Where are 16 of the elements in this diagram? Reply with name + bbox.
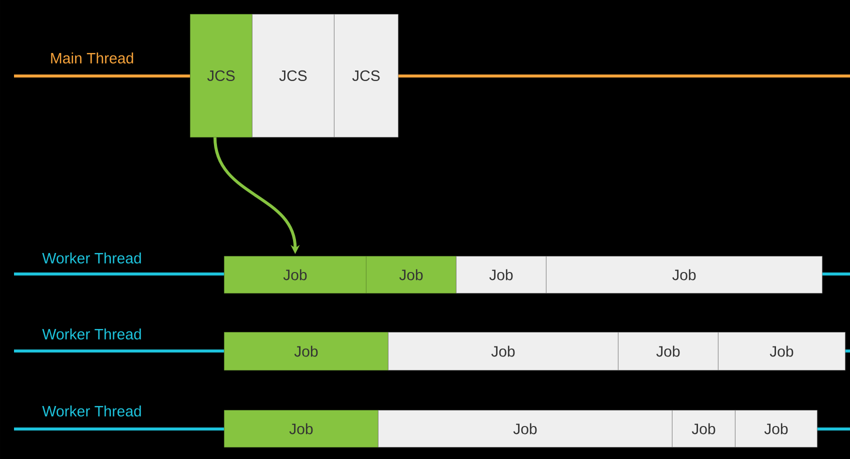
block: Job: [456, 256, 546, 294]
block: JCS: [252, 14, 334, 138]
active-block: Job: [224, 410, 378, 448]
active-block: Job: [366, 256, 456, 294]
block: JCS: [334, 14, 398, 138]
block: Job: [618, 332, 718, 370]
thread-label: Worker Thread: [42, 252, 141, 264]
thread-label: Worker Thread: [42, 328, 141, 340]
block: Job: [718, 332, 846, 370]
active-block: JCS: [190, 14, 252, 138]
block: Job: [672, 410, 736, 448]
thread-label: Main Thread: [51, 52, 134, 64]
active-block: Job: [224, 332, 388, 370]
active-block: Job: [224, 256, 366, 294]
thread-label: Worker Thread: [42, 406, 141, 416]
block: Job: [735, 410, 818, 448]
